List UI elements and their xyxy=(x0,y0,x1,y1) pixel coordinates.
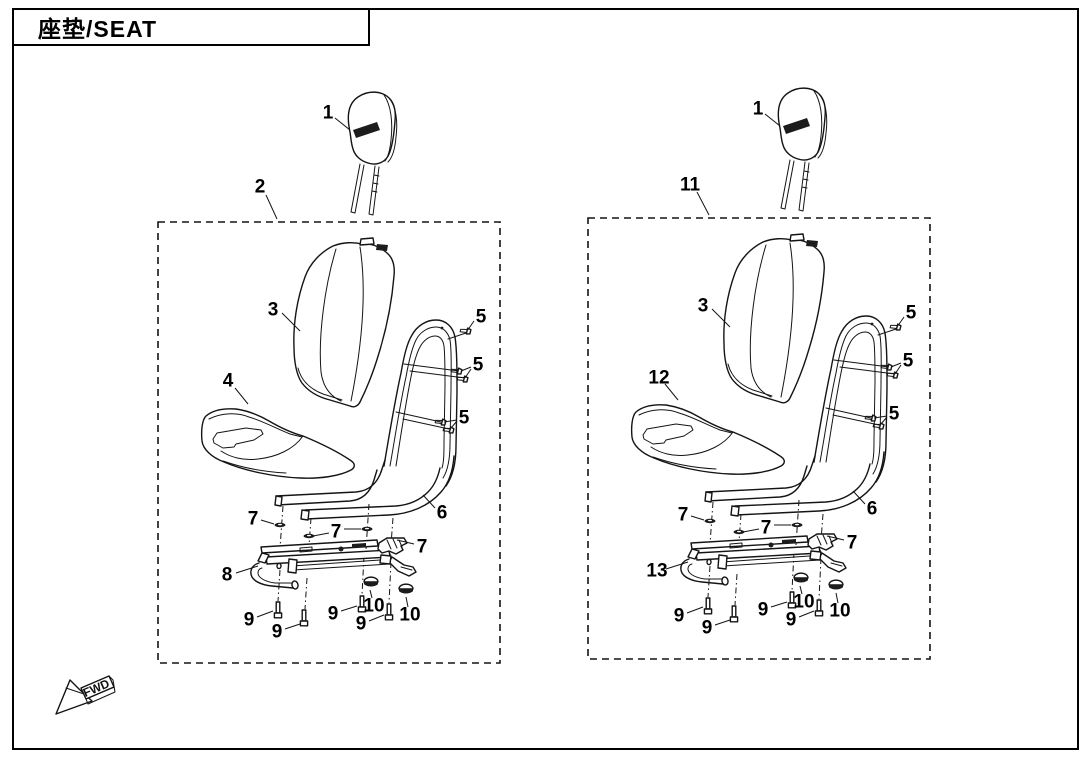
leader-line xyxy=(664,383,679,401)
leader-line xyxy=(464,368,472,379)
leader-line xyxy=(265,194,278,220)
part-callout-7: 7 xyxy=(678,505,689,526)
part-callout-7: 7 xyxy=(847,533,858,554)
part-callout-3: 3 xyxy=(698,296,709,317)
part-callout-9: 9 xyxy=(272,622,283,643)
leader-line xyxy=(890,362,902,368)
part-callout-10: 10 xyxy=(829,601,850,622)
leader-line xyxy=(281,312,301,332)
leader-line xyxy=(690,515,705,521)
part-callout-10: 10 xyxy=(363,596,384,617)
part-callout-7: 7 xyxy=(331,522,342,543)
part-callout-6: 6 xyxy=(437,503,448,524)
part-callout-9: 9 xyxy=(356,614,367,635)
leader-line xyxy=(466,320,475,332)
leader-line xyxy=(852,490,866,505)
part-callout-7: 7 xyxy=(761,518,772,539)
part-callout-5: 5 xyxy=(473,355,484,376)
leader-line xyxy=(396,539,415,545)
leader-line xyxy=(826,535,845,541)
leader-line xyxy=(686,606,704,614)
fwd-arrow: FWD xyxy=(55,675,116,715)
leader-line xyxy=(369,589,373,599)
part-callout-7: 7 xyxy=(417,537,428,558)
leader-line xyxy=(260,519,275,525)
leader-line xyxy=(443,419,458,423)
part-callout-9: 9 xyxy=(674,606,685,627)
part-callout-1: 1 xyxy=(323,103,334,124)
part-callout-5: 5 xyxy=(906,303,917,324)
part-callout-9: 9 xyxy=(328,604,339,625)
title-block: 座垫/SEAT xyxy=(12,8,370,46)
leader-line xyxy=(235,565,259,574)
part-callout-11: 11 xyxy=(680,175,701,196)
leader-line xyxy=(422,494,436,509)
leader-line xyxy=(798,610,815,618)
leader-line xyxy=(799,585,803,595)
leader-line xyxy=(770,601,788,608)
part-callout-7: 7 xyxy=(248,509,259,530)
leader-line xyxy=(368,614,385,622)
leader-line xyxy=(835,592,839,604)
part-callout-9: 9 xyxy=(702,618,713,639)
leader-line xyxy=(711,308,731,328)
part-callout-3: 3 xyxy=(268,300,279,321)
part-callout-5: 5 xyxy=(889,404,900,425)
part-callout-10: 10 xyxy=(399,605,420,626)
leader-line xyxy=(873,415,888,419)
seat-assembly-left xyxy=(157,91,501,664)
leader-line xyxy=(340,605,358,612)
leader-line xyxy=(256,610,274,618)
part-callout-5: 5 xyxy=(903,351,914,372)
part-callout-8: 8 xyxy=(222,565,233,586)
leader-line xyxy=(450,420,458,429)
leader-line xyxy=(284,623,301,630)
page-title: 座垫/SEAT xyxy=(38,16,158,42)
leader-line xyxy=(880,416,888,425)
part-callout-5: 5 xyxy=(459,408,470,429)
part-callout-1: 1 xyxy=(753,99,764,120)
leader-line xyxy=(460,366,472,372)
leader-line xyxy=(894,364,902,375)
part-callout-2: 2 xyxy=(255,177,266,198)
part-callout-5: 5 xyxy=(476,307,487,328)
leader-line xyxy=(312,532,330,537)
leader-line xyxy=(764,113,781,127)
part-callout-13: 13 xyxy=(646,561,667,582)
part-callout-12: 12 xyxy=(648,368,669,389)
part-callout-6: 6 xyxy=(867,499,878,520)
leader-line xyxy=(742,528,760,533)
leader-line xyxy=(405,596,409,608)
part-callout-9: 9 xyxy=(786,610,797,631)
leader-line xyxy=(696,191,710,216)
leader-line xyxy=(665,561,689,570)
part-callout-9: 9 xyxy=(758,600,769,621)
leader-line xyxy=(234,387,249,405)
leader-line xyxy=(714,619,731,626)
drawing-frame xyxy=(12,8,1079,750)
fwd-label: FWD xyxy=(81,676,112,700)
seat-assembly-right xyxy=(587,87,931,660)
leader-line xyxy=(334,117,351,131)
part-callout-10: 10 xyxy=(793,592,814,613)
leader-line xyxy=(896,316,905,328)
part-callout-9: 9 xyxy=(244,610,255,631)
part-callout-4: 4 xyxy=(223,371,234,392)
